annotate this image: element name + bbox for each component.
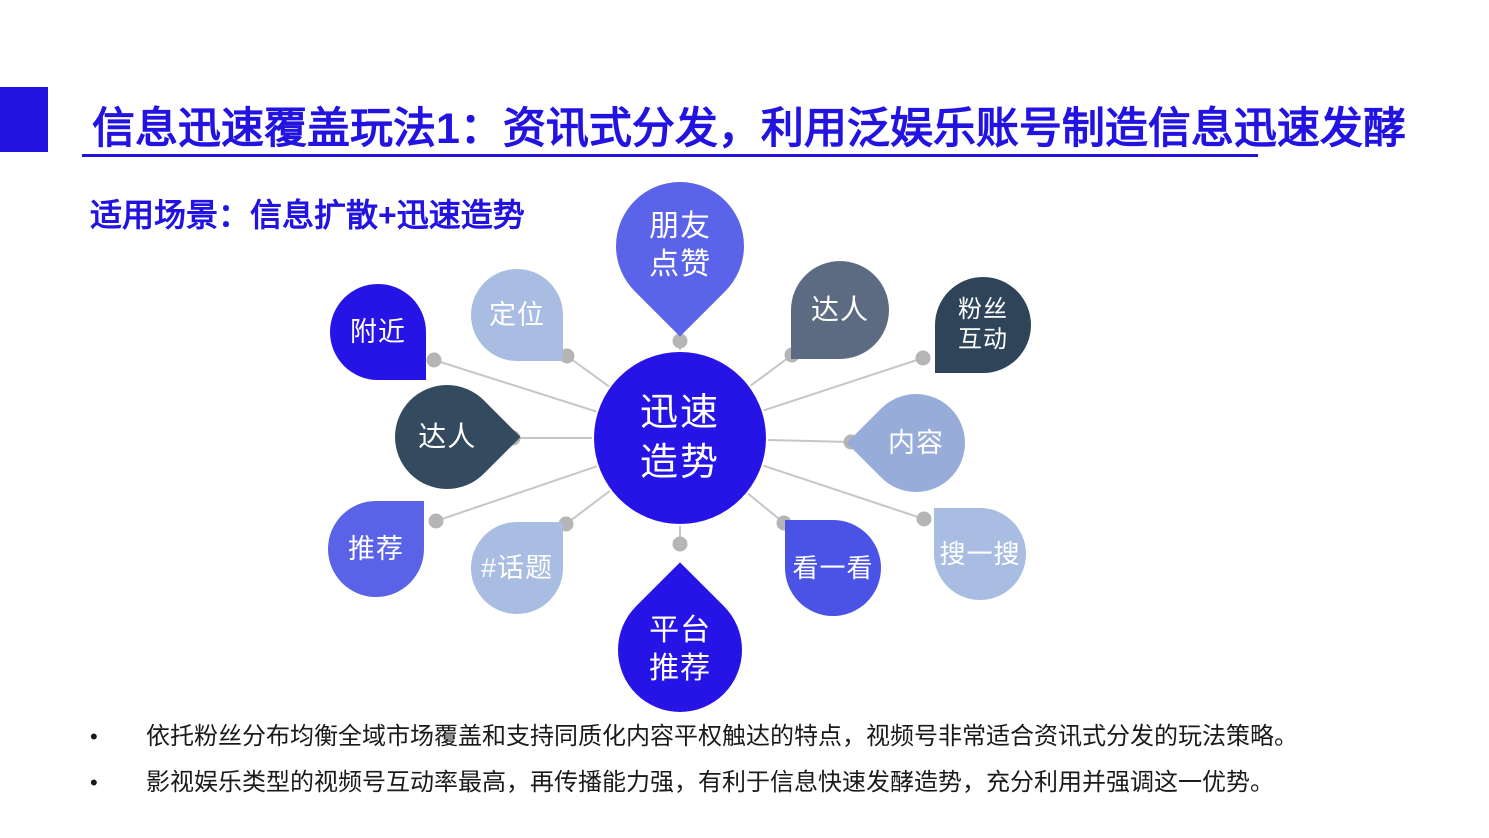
node-label: 达人 — [810, 294, 869, 326]
node-label: 朋友点赞 — [649, 210, 711, 281]
connector-line — [435, 465, 598, 522]
bullet-marker: • — [90, 770, 98, 795]
connector-dot — [672, 333, 688, 349]
connector-dot — [426, 352, 442, 368]
bullet-item-1: • 依托粉丝分布均衡全域市场覆盖和支持同质化内容平权触达的特点，视频号非常适合资讯… — [90, 720, 1420, 753]
diagram-node-search: 搜一搜 — [934, 508, 1026, 600]
title-underline — [82, 154, 1258, 157]
connector-line — [767, 439, 852, 443]
connector-dot — [428, 513, 444, 529]
connector-line — [565, 490, 611, 525]
diagram-node-location: 定位 — [471, 269, 563, 361]
node-label: 搜一搜 — [939, 538, 1021, 569]
connector-line — [747, 492, 785, 524]
center-node-label-line1: 迅速 — [639, 391, 720, 434]
bullet-marker: • — [90, 724, 98, 749]
connector-line — [763, 464, 925, 520]
subtitle: 适用场景：信息扩散+迅速造势 — [90, 197, 525, 233]
connector-line — [433, 359, 597, 413]
diagram-center-node: 迅速 造势 — [594, 352, 766, 524]
diagram-node-take-a-look: 看一看 — [785, 520, 881, 616]
node-label: 平台推荐 — [649, 614, 711, 685]
node-label: 达人 — [417, 421, 477, 453]
connector-line — [763, 357, 924, 412]
node-label: 粉丝互动 — [958, 295, 1008, 353]
connector-dot — [559, 348, 575, 364]
node-label: 定位 — [489, 299, 545, 330]
node-label: #话题 — [480, 552, 554, 583]
connector-line — [750, 354, 793, 387]
node-label: 附近 — [350, 316, 406, 347]
connector-line — [566, 355, 610, 388]
diagram-node-recommend: 推荐 — [328, 501, 424, 597]
diagram-node-nearby: 附近 — [330, 284, 426, 380]
bullet-item-2: • 影视娱乐类型的视频号互动率最高，再传播能力强，有利于信息快速发酵造势，充分利用… — [90, 766, 1420, 799]
connector-dot — [916, 511, 932, 527]
page-title: 信息迅速覆盖玩法1：资讯式分发，利用泛娱乐账号制造信息迅速发酵 — [92, 105, 1406, 153]
node-label: 看一看 — [792, 552, 874, 583]
connector-dot — [915, 350, 931, 366]
bullet-text: 依托粉丝分布均衡全域市场覆盖和支持同质化内容平权触达的特点，视频号非常适合资讯式… — [146, 723, 1298, 750]
diagram-node-fan-interaction: 粉丝互动 — [935, 277, 1031, 373]
diagram-node-hashtag-topic: #话题 — [471, 522, 563, 614]
node-label: 推荐 — [348, 533, 404, 564]
center-node-label-line2: 造势 — [639, 442, 720, 484]
node-label: 内容 — [888, 427, 945, 458]
bullet-list: • 依托粉丝分布均衡全域市场覆盖和支持同质化内容平权触达的特点，视频号非常适合资讯… — [90, 720, 1420, 812]
bullet-text: 影视娱乐类型的视频号互动率最高，再传播能力强，有利于信息快速发酵造势，充分利用并… — [146, 769, 1274, 796]
connector-dot — [672, 536, 688, 552]
title-accent-square — [0, 87, 48, 152]
diagram-node-influencer-right: 达人 — [791, 261, 889, 359]
